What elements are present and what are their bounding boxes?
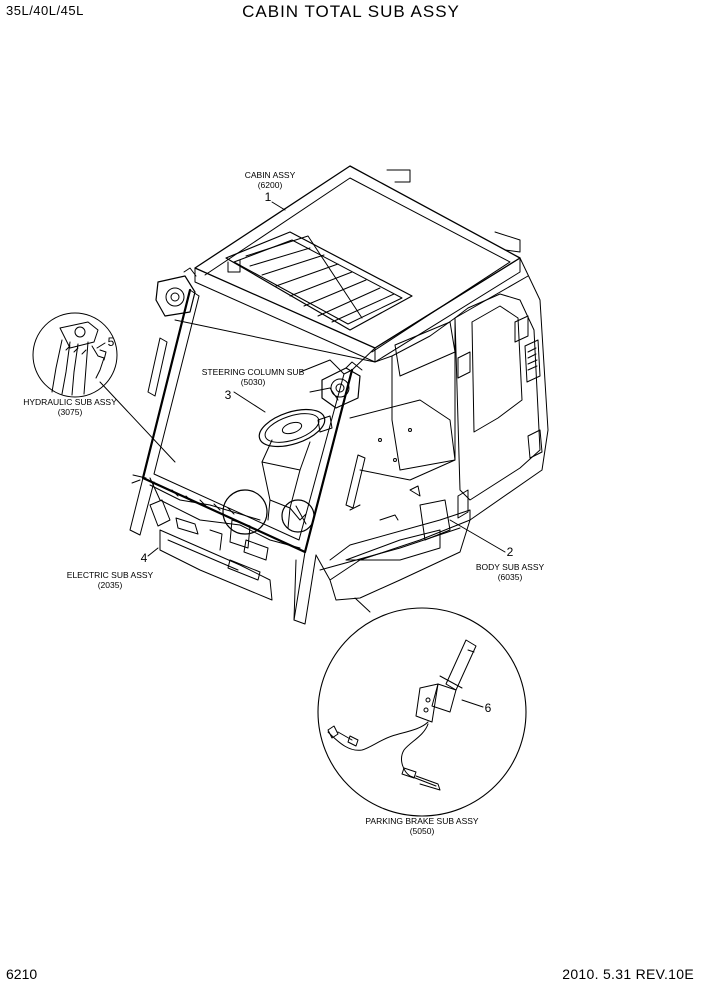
leader-3	[233, 391, 266, 413]
parking-brake-leader	[354, 597, 371, 613]
model-code: 35L/40L/45L	[6, 3, 84, 18]
label-parking-brake-sub-assy: PARKING BRAKE SUB ASSY (5050)	[365, 816, 478, 836]
page-number: 6210	[6, 966, 38, 982]
callout-number-5: 5	[107, 335, 115, 349]
leader-4	[147, 547, 159, 557]
label-hydraulic-sub-assy-code: (3075)	[57, 407, 83, 417]
label-electric-sub-assy-code: (2035)	[97, 580, 123, 590]
label-hydraulic-sub-assy: HYDRAULIC SUB ASSY (3075)	[23, 397, 117, 417]
electric-harness	[131, 474, 301, 601]
label-parking-brake-sub-assy-code: (5050)	[409, 826, 435, 836]
label-body-sub-assy: BODY SUB ASSY (6035)	[476, 562, 544, 582]
revision-date: 2010. 5.31 REV.10E	[562, 966, 694, 982]
left-mirror	[155, 267, 197, 317]
label-electric-sub-assy: ELECTRIC SUB ASSY (2035)	[67, 570, 153, 590]
callout-number-4: 4	[140, 551, 148, 565]
label-cabin-assy-code: (6200)	[257, 180, 283, 190]
leader-1	[271, 201, 286, 211]
cabin-interior	[299, 359, 345, 401]
right-mirror	[321, 361, 363, 409]
callout-number-2: 2	[506, 545, 514, 559]
right-grab-handle	[345, 454, 366, 509]
label-cabin-assy: CABIN ASSY (6200)	[245, 170, 296, 190]
callout-number-1: 1	[264, 190, 272, 204]
cabin-right-side	[315, 257, 549, 601]
page-title: CABIN TOTAL SUB ASSY	[242, 2, 460, 21]
label-hydraulic-sub-assy-name: HYDRAULIC SUB ASSY	[23, 397, 117, 407]
label-steering-column-sub-name: STEERING COLUMN SUB	[201, 367, 305, 377]
label-body-sub-assy-name: BODY SUB ASSY	[475, 562, 545, 572]
steering-column	[258, 408, 333, 529]
roof-skylight	[225, 231, 413, 331]
callout-number-3: 3	[224, 388, 232, 402]
leader-6	[461, 699, 484, 708]
label-cabin-assy-name: CABIN ASSY	[244, 170, 296, 180]
label-steering-column-sub-code: (5030)	[240, 377, 266, 387]
detail-circle-small	[281, 499, 315, 533]
leader-2	[449, 519, 506, 553]
detail-circle-large	[222, 489, 268, 535]
leader-5	[96, 342, 106, 349]
hydraulic-inset	[32, 312, 118, 398]
label-body-sub-assy-code: (6035)	[497, 572, 523, 582]
hydraulic-leader	[99, 381, 176, 463]
callout-number-6: 6	[484, 701, 492, 715]
label-steering-column-sub: STEERING COLUMN SUB (5030)	[202, 367, 305, 387]
detail-part	[289, 505, 307, 525]
front-windshield-frame	[129, 288, 376, 625]
left-grab-handle	[147, 337, 168, 397]
parking-brake-inset	[317, 607, 527, 817]
label-parking-brake-sub-assy-name: PARKING BRAKE SUB ASSY	[365, 816, 479, 826]
cabin-roof	[194, 165, 521, 363]
label-electric-sub-assy-name: ELECTRIC SUB ASSY	[66, 570, 154, 580]
